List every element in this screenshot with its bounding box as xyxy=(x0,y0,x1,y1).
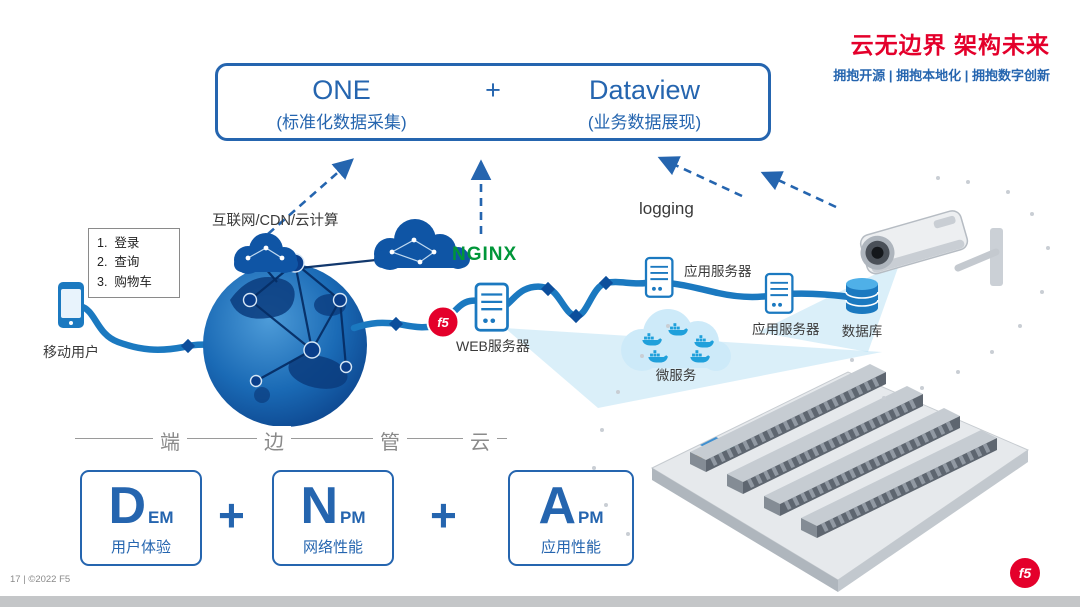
dashed-flow-arrows xyxy=(267,156,837,235)
microservices-label: 微服务 xyxy=(655,368,697,383)
mobile-user-label: 移动用户 xyxy=(43,344,99,360)
web-server-label: WEB服务器 xyxy=(456,338,530,354)
network-node-diamonds xyxy=(180,275,614,354)
f5-node-icon: f5 xyxy=(426,305,460,339)
edge-management-axis: 端 边 管 云 xyxy=(75,424,507,455)
app-server-top-icon xyxy=(644,256,674,298)
page-footer-text: 17 | ©2022 F5 xyxy=(10,574,71,585)
box-plus-sign: + xyxy=(485,75,501,105)
apm-label: 应用性能 xyxy=(540,538,601,556)
server-rack-row xyxy=(764,408,960,516)
metric-plus-sign: + xyxy=(218,489,245,541)
phone-home-button xyxy=(69,321,73,325)
apm-suffix: PM xyxy=(578,507,604,527)
one-title: ONE xyxy=(312,75,371,105)
svg-text:f5: f5 xyxy=(437,315,449,330)
dem-label: 用户体验 xyxy=(110,538,171,556)
nginx-logo: NGINX xyxy=(452,244,518,265)
user-action-item: 1. 登录 xyxy=(97,236,140,250)
app-server-bottom-label: 应用服务器 xyxy=(752,322,820,337)
internet-cdn-label: 互联网/CDN/云计算 xyxy=(212,213,339,229)
dataview-cell: Dataview (业务数据展现) xyxy=(521,75,768,138)
decorative-dots xyxy=(588,176,1050,547)
server-rack-row xyxy=(801,430,997,538)
dem-letter: D xyxy=(108,476,147,535)
npm-suffix: PM xyxy=(340,507,366,527)
network-path-left xyxy=(76,302,220,353)
mobile-phone-icon xyxy=(58,282,84,328)
metric-plus-sign: + xyxy=(430,489,457,541)
globe-illustration xyxy=(203,253,396,427)
npm-letter: N xyxy=(300,476,339,535)
dem-suffix: EM xyxy=(148,507,174,527)
axis-label-bian: 边 xyxy=(257,426,291,455)
slogan-main-text: 云无边界 架构未来 xyxy=(850,32,1050,58)
npm-label: 网络性能 xyxy=(302,538,363,556)
data-center-illustration xyxy=(650,364,1030,592)
database-icon xyxy=(845,278,879,314)
apm-letter: A xyxy=(538,476,577,535)
app-server-top-label: 应用服务器 xyxy=(684,264,752,279)
f5-logo: f5 xyxy=(1010,558,1040,588)
database-label: 数据库 xyxy=(841,324,883,339)
user-action-item: 3. 购物车 xyxy=(97,274,152,289)
one-dataview-box: ONE (标准化数据采集) + Dataview (业务数据展现) xyxy=(215,63,771,141)
slogan-sub-text: 拥抱开源 | 拥抱本地化 | 拥抱数字创新 xyxy=(833,68,1050,83)
dataview-subtitle: (业务数据展现) xyxy=(587,113,702,132)
axis-label-duan: 端 xyxy=(153,426,187,455)
axis-line xyxy=(75,438,507,439)
server-rack-row xyxy=(690,364,886,472)
security-camera-illustration xyxy=(859,210,1003,286)
one-cell: ONE (标准化数据采集) xyxy=(218,75,465,138)
axis-label-yun: 云 xyxy=(463,426,497,455)
server-rack-row xyxy=(727,386,923,494)
logging-label: logging xyxy=(639,199,694,218)
axis-label-guan: 管 xyxy=(373,426,407,455)
dataview-title: Dataview xyxy=(588,75,701,105)
bottom-gray-bar xyxy=(0,596,1080,607)
corner-slogan: 云无边界 架构未来 拥抱开源 | 拥抱本地化 | 拥抱数字创新 xyxy=(833,26,1050,84)
web-server-icon xyxy=(474,282,509,332)
user-action-item: 2. 查询 xyxy=(97,255,140,270)
cloud-shapes xyxy=(234,219,470,274)
microservices-cloud xyxy=(621,309,731,371)
user-actions-box: 1. 登录 2. 查询 3. 购物车 xyxy=(88,228,180,299)
one-subtitle: (标准化数据采集) xyxy=(276,113,407,132)
app-server-bottom-icon xyxy=(764,272,794,314)
phone-screen xyxy=(61,289,81,318)
